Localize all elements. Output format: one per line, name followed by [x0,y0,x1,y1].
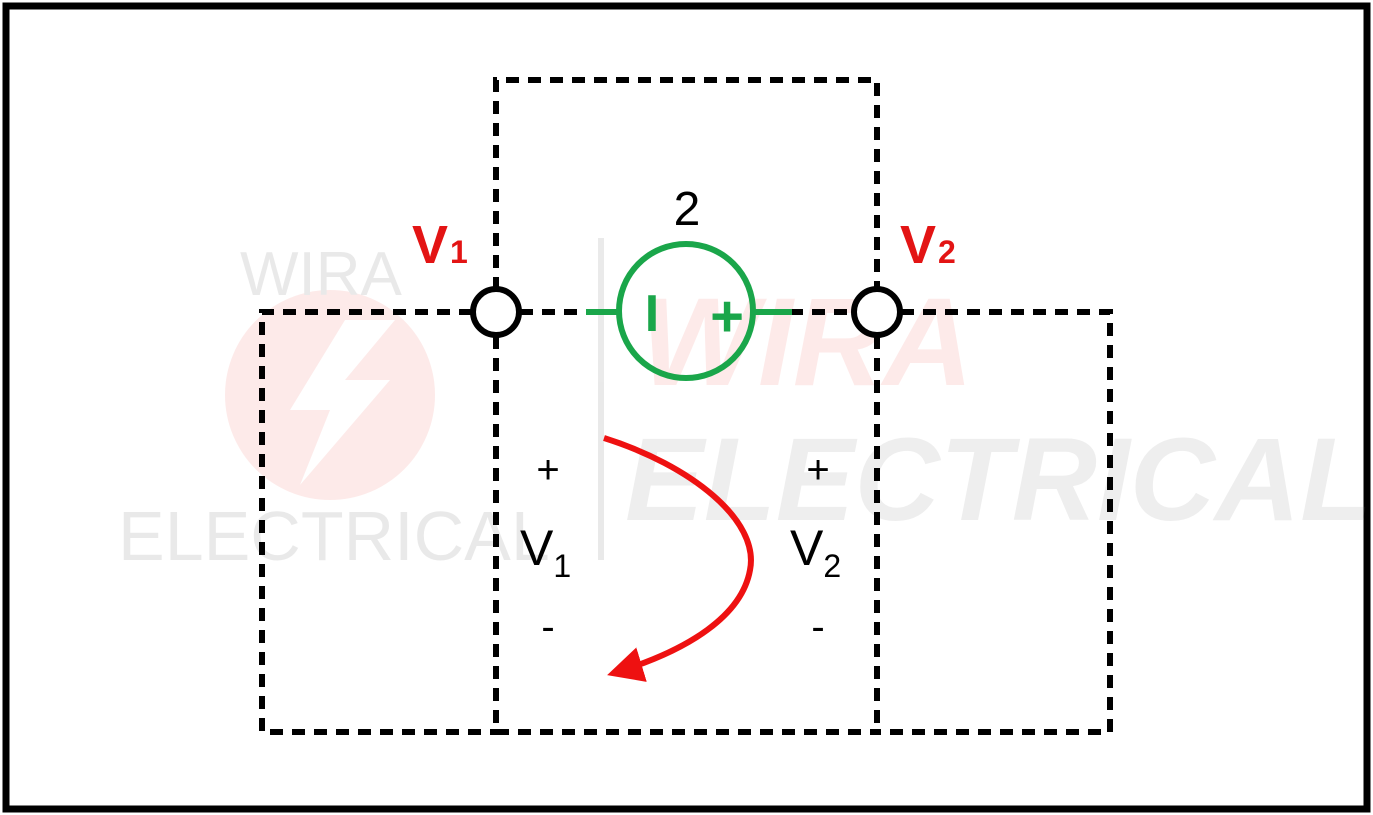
v2-plus-sign: + [806,448,829,492]
watermark: WIRA ELECTRICAL WIRA ELECTRICAL [118,238,1372,575]
source-plus-symbol: + [710,284,744,349]
source-minus-symbol: I [645,285,659,343]
source-label: 2 [674,183,701,236]
watermark-big-bottom: ELECTRICAL [625,414,1372,546]
watermark-bolt-icon [290,320,395,485]
v1-plus-sign: + [536,448,559,492]
v1-voltage-label: V1 [520,520,571,584]
node-v1 [470,286,522,338]
right-mesh [877,309,1113,735]
left-mesh [259,309,496,735]
node-v2 [851,286,903,338]
voltage-source: I + 2 [586,183,792,381]
watermark-logo-icon [225,290,435,500]
source-circle [616,241,756,381]
node-v1-label: V1 [412,215,468,275]
v2-minus-sign: - [811,605,824,649]
watermark-logo-top: WIRA [240,240,403,309]
v1-minus-sign: - [541,605,554,649]
v2-voltage-label: V2 [790,520,841,584]
watermark-big-top: WIRA [640,273,973,412]
node-v2-label: V2 [900,215,956,275]
supernode-top-loop [493,77,880,290]
watermark-logo-bottom: ELECTRICAL [118,497,550,575]
watermark-divider [598,238,604,560]
dashed-wires [259,77,1113,735]
curved-arrow-icon [603,435,754,682]
